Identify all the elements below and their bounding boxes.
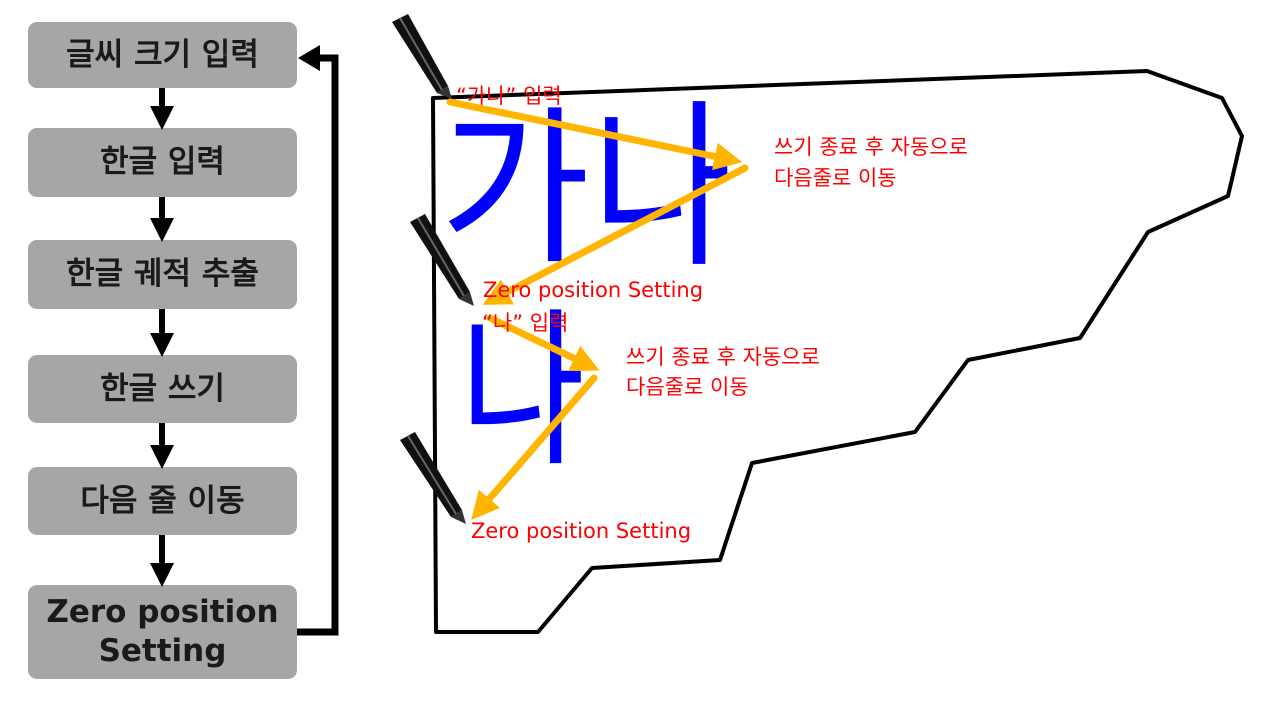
step-hangul-input: 한글 입력	[28, 128, 297, 197]
label-zero-1: Zero position Setting	[483, 278, 703, 302]
paper-outline	[431, 69, 1244, 634]
step-font-size-input: 글씨 크기 입력	[28, 22, 297, 88]
label-auto-next-2b: 다음줄로 이동	[626, 375, 749, 399]
loop-back-arrow	[297, 45, 339, 636]
pen-icon	[410, 214, 474, 306]
label-zero-2: Zero position Setting	[471, 519, 691, 543]
step-trajectory-extract: 한글 궤적 추출	[28, 240, 297, 309]
annotations: “가나” 입력 쓰기 종료 후 자동으로 다음줄로 이동 Zero positi…	[456, 84, 968, 543]
label-input-ganna: “가나” 입력	[456, 84, 562, 108]
step-next-line: 다음 줄 이동	[28, 467, 297, 535]
label-input-na: “나” 입력	[482, 311, 568, 335]
step-hangul-write: 한글 쓰기	[28, 355, 297, 423]
label-auto-next-1: 쓰기 종료 후 자동으로	[774, 135, 968, 159]
pen-icon	[392, 14, 452, 99]
glyph-ga-na: 가 나	[440, 84, 732, 293]
label-auto-next-2: 쓰기 종료 후 자동으로	[626, 345, 820, 369]
step-zero-position: Zero position Setting	[28, 585, 297, 679]
pen-trajectory-arrows	[446, 98, 749, 520]
pen-icon	[400, 432, 466, 524]
label-auto-next-1b: 다음줄로 이동	[774, 166, 897, 190]
